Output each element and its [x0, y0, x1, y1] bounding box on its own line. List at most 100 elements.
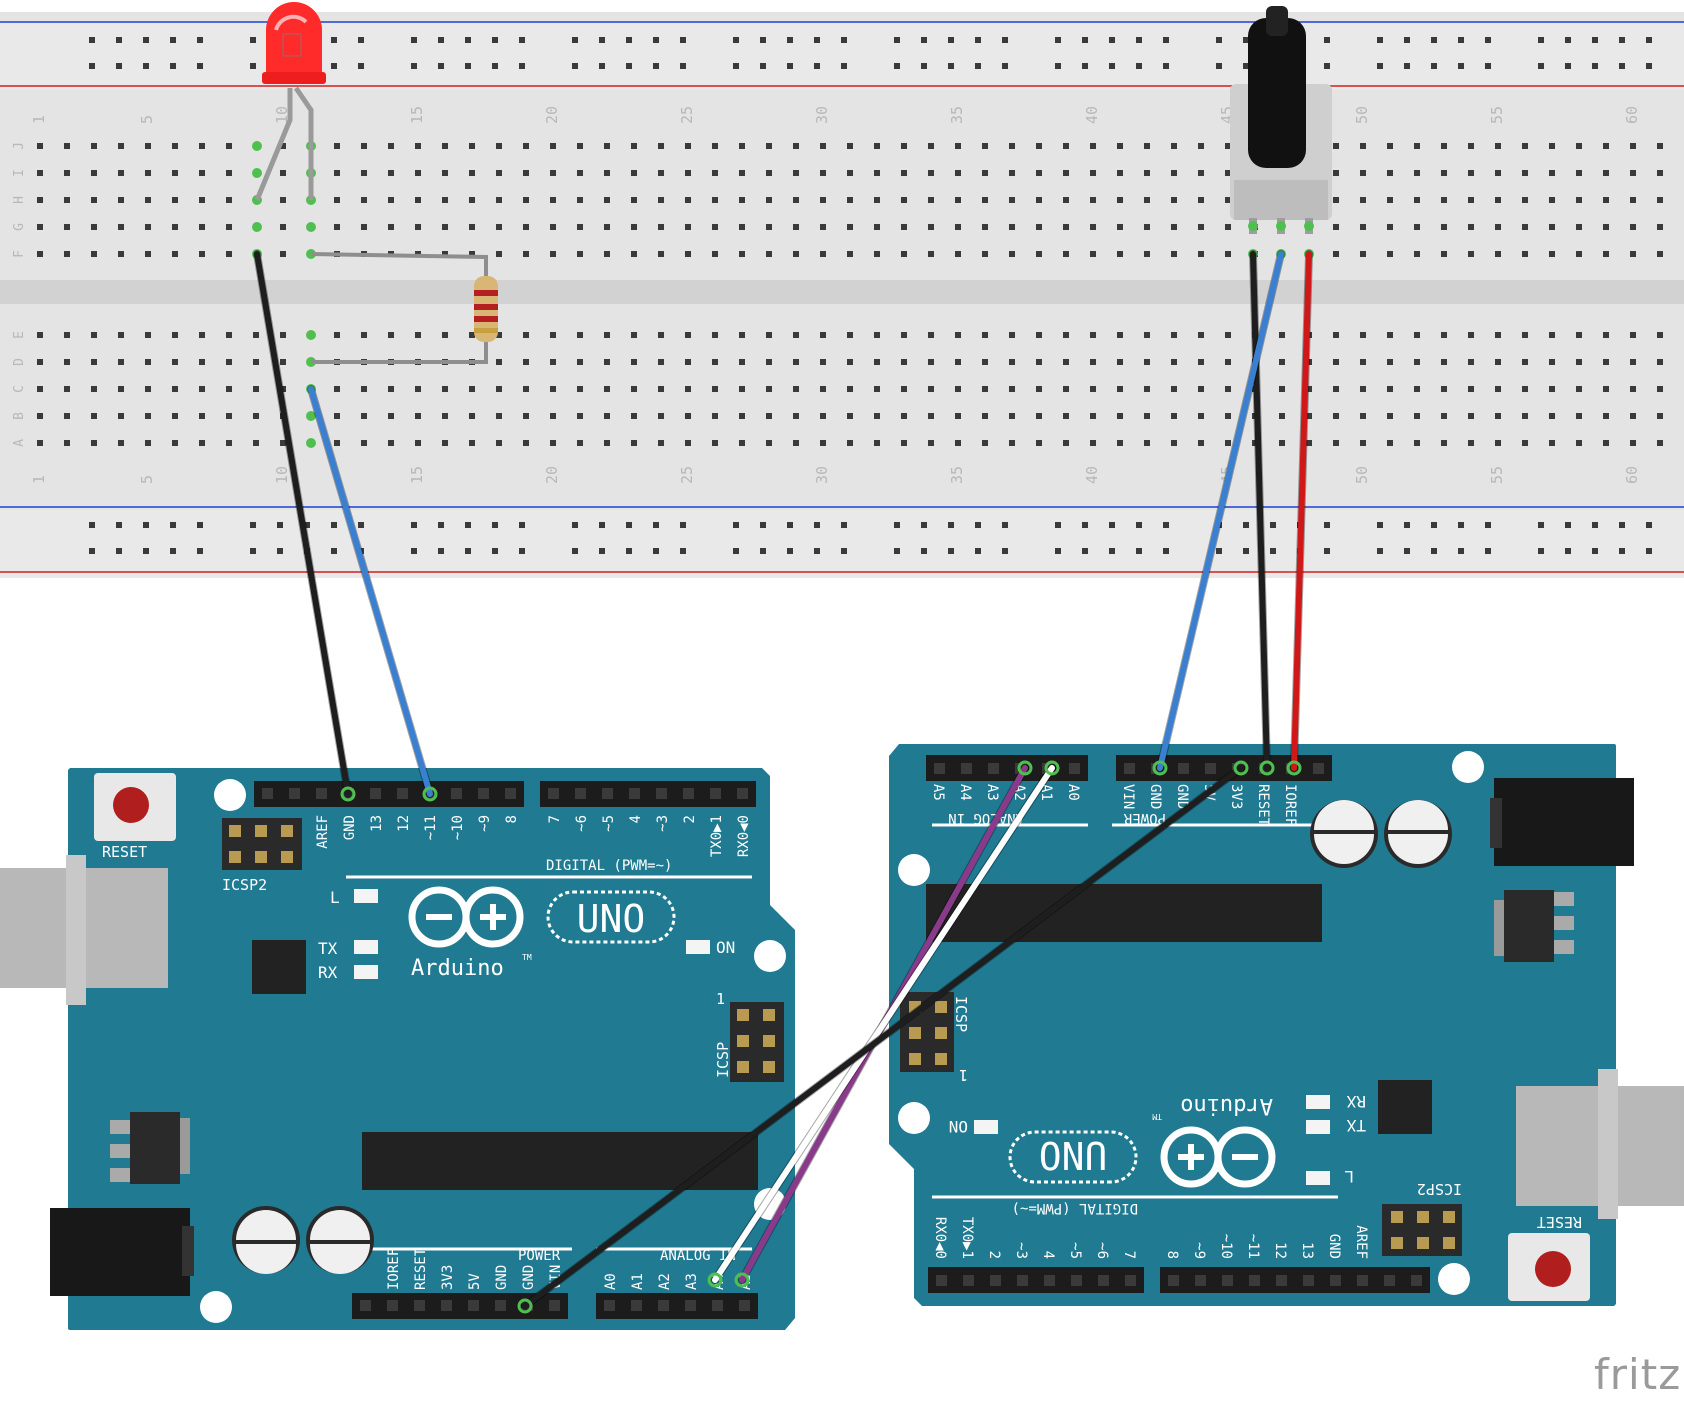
- breadboard-hole: [64, 251, 70, 257]
- led-leg: [293, 86, 314, 200]
- breadboard-hole: [1549, 413, 1555, 419]
- rail-hole: [89, 548, 95, 554]
- header-socket: [936, 1275, 947, 1286]
- breadboard-hole: [469, 440, 475, 446]
- breadboard-hole: [1549, 143, 1555, 149]
- power-pin-label: GND: [1174, 784, 1190, 809]
- breadboard-hole: [577, 251, 583, 257]
- breadboard-hole: [874, 440, 880, 446]
- breadboard-hole: [469, 413, 475, 419]
- breadboard-hole: [1144, 224, 1150, 230]
- breadboard-hole: [1522, 251, 1528, 257]
- breadboard-hole: [91, 386, 97, 392]
- trademark: TM: [522, 953, 532, 962]
- breadboard-hole: [1549, 224, 1555, 230]
- breadboard-hole: [685, 440, 691, 446]
- icsp-label: ICSP: [952, 996, 970, 1032]
- breadboard-hole: [1144, 359, 1150, 365]
- breadboard-hole: [226, 332, 232, 338]
- rail-hole: [1216, 548, 1222, 554]
- breadboard-hole: [1657, 224, 1663, 230]
- breadboard-hole: [685, 170, 691, 176]
- breadboard-hole: [172, 413, 178, 419]
- breadboard-hole: [1198, 386, 1204, 392]
- wire-red-pot-5v: [1291, 251, 1312, 771]
- breadboard-hole: [1036, 359, 1042, 365]
- resistor: [310, 252, 498, 364]
- breadboard-hole: [172, 359, 178, 365]
- rail-hole: [1404, 37, 1410, 43]
- rail-hole: [680, 63, 686, 69]
- power-pin-label: RESET: [1255, 784, 1271, 827]
- breadboard-hole: [226, 197, 232, 203]
- breadboard-hole: [1009, 143, 1015, 149]
- breadboard-hole: [442, 251, 448, 257]
- breadboard-hole: [1333, 224, 1339, 230]
- breadboard-hole: [1549, 251, 1555, 257]
- breadboard-hole: [226, 143, 232, 149]
- breadboard-hole: [91, 197, 97, 203]
- analog-pin-label: A5: [930, 784, 946, 801]
- row-letter: G: [12, 223, 27, 231]
- rail-hole: [331, 522, 337, 528]
- bottom-power-rail: [0, 510, 1684, 578]
- breadboard-hole: [1117, 440, 1123, 446]
- breadboard-hole: [1198, 143, 1204, 149]
- dc-jack-rim: [182, 1226, 194, 1276]
- breadboard-hole: [253, 386, 259, 392]
- capacitor-top: [1314, 800, 1374, 830]
- breadboard-hole: [1171, 197, 1177, 203]
- pin-connection: [1044, 760, 1060, 776]
- breadboard-hole: [955, 440, 961, 446]
- rail-hole: [894, 522, 900, 528]
- rail-hole: [1082, 548, 1088, 554]
- column-number: 5: [138, 115, 156, 124]
- header-pin: [737, 1061, 749, 1073]
- digital-pin-label: 8: [504, 815, 520, 823]
- breadboard-hole: [199, 170, 205, 176]
- breadboard-hole: [1630, 413, 1636, 419]
- header-socket: [1178, 763, 1189, 774]
- breadboard-hole: [1603, 197, 1609, 203]
- header-socket: [739, 1300, 750, 1311]
- power-pin-label: 5V: [467, 1273, 483, 1290]
- breadboard-hole: [604, 386, 610, 392]
- breadboard-hole: [658, 170, 664, 176]
- column-number: 55: [1488, 106, 1506, 124]
- breadboard-hole: [1414, 386, 1420, 392]
- breadboard-hole: [361, 386, 367, 392]
- breadboard-hole: [1009, 440, 1015, 446]
- breadboard-hole: [1333, 170, 1339, 176]
- rail-hole: [1431, 63, 1437, 69]
- center-channel: [0, 280, 1684, 304]
- rail-hole: [170, 522, 176, 528]
- breadboard-hole: [145, 251, 151, 257]
- breadboard-hole: [874, 143, 880, 149]
- breadboard-hole: [1063, 197, 1069, 203]
- rail-hole: [599, 37, 605, 43]
- breadboard-hole: [64, 413, 70, 419]
- breadboard-hole: [361, 332, 367, 338]
- header-pin: [909, 1027, 921, 1039]
- breadboard-hole: [928, 359, 934, 365]
- breadboard-hole: [658, 332, 664, 338]
- breadboard-hole: [415, 440, 421, 446]
- header-pin: [737, 1035, 749, 1047]
- breadboard-hole: [793, 440, 799, 446]
- breadboard-hole: [1009, 386, 1015, 392]
- breadboard-hole: [1630, 251, 1636, 257]
- resistor-band: [474, 290, 498, 296]
- rail-hole: [921, 548, 927, 554]
- breadboard-hole: [280, 224, 286, 230]
- breadboard-hole: [604, 413, 610, 419]
- breadboard-hole: [1360, 170, 1366, 176]
- mounting-hole: [214, 779, 246, 811]
- breadboard-hole: [64, 386, 70, 392]
- breadboard-hole: [523, 251, 529, 257]
- breadboard-hole: [928, 170, 934, 176]
- rail-hole: [492, 63, 498, 69]
- rail-hole: [331, 63, 337, 69]
- breadboard-hole: [469, 386, 475, 392]
- breadboard-hole: [1630, 332, 1636, 338]
- breadboard-hole: [604, 224, 610, 230]
